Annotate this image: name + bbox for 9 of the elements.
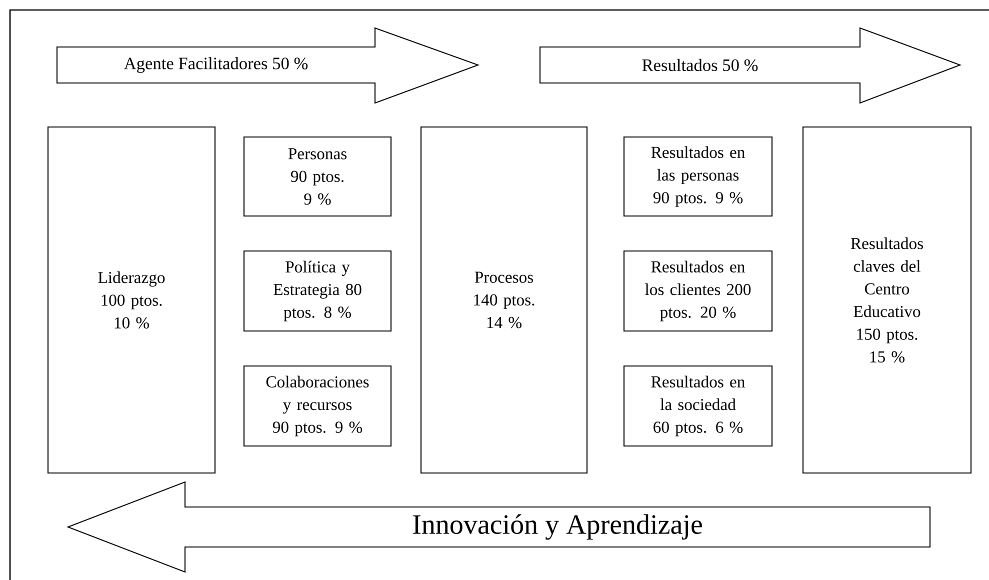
text-box: Resultados en las personas 90 ptos. 9 %: [623, 136, 773, 217]
text-box: Liderazgo 100 ptos. 10 %: [47, 126, 216, 474]
text-box: Procesos 140 ptos. 14 %: [420, 126, 588, 474]
text-box: Colaboraciones y recursos 90 ptos. 9 %: [243, 365, 392, 447]
text-box: Política y Estrategia 80 ptos. 8 %: [243, 250, 392, 332]
text-box: Resultados claves del Centro Educativo 150 ptos. 15 %: [802, 126, 972, 474]
text-box: Resultados en la sociedad 60 ptos. 6 %: [623, 365, 773, 447]
text-box: Resultados en los clientes 200 ptos. 20 %: [623, 250, 773, 332]
text-box: Personas 90 ptos. 9 %: [243, 136, 392, 217]
